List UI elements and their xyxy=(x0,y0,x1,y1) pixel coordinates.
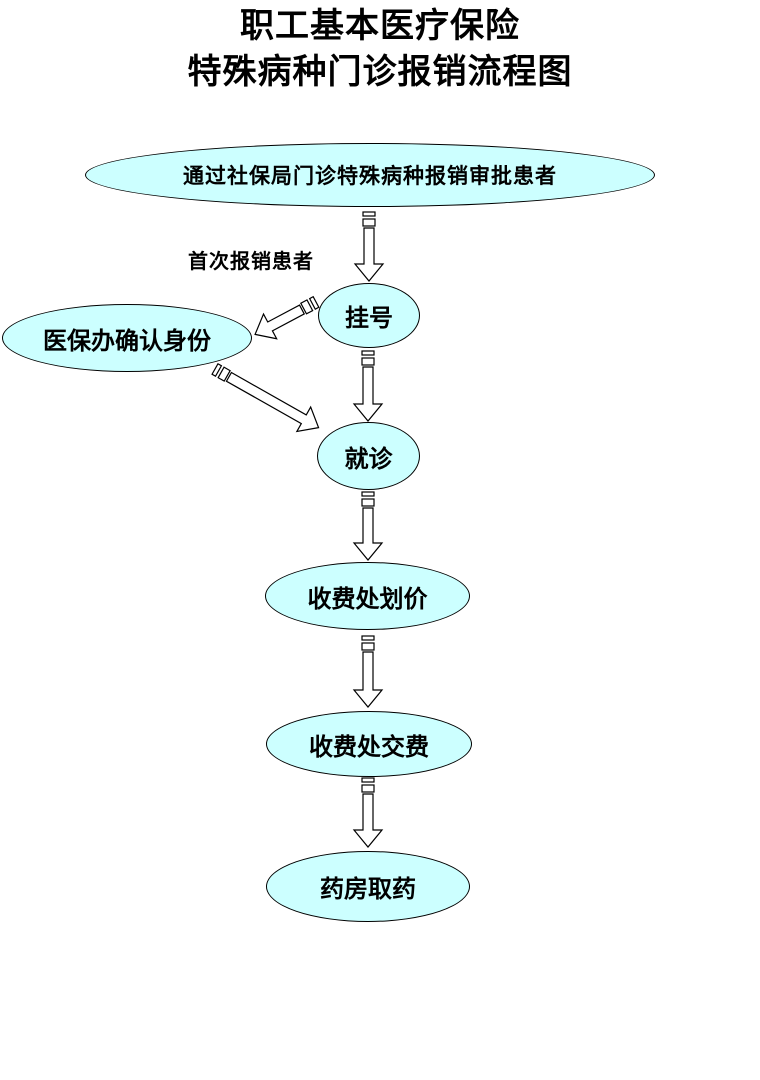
arrow-stripe-thin xyxy=(308,295,320,310)
node-pricing-label: 收费处划价 xyxy=(307,586,428,613)
first-time-patient-label: 首次报销患者 xyxy=(188,251,314,273)
node-payment-label: 收费处交费 xyxy=(309,734,429,761)
arrow-stripe-thick xyxy=(361,357,375,366)
arrow-body xyxy=(352,793,384,848)
arrow-register-to-identity xyxy=(254,295,320,340)
arrow-stripe-thick xyxy=(300,299,314,315)
arrow-payment-to-pharmacy xyxy=(352,777,384,848)
arrow-stripe-thin xyxy=(211,362,223,378)
node-payment: 收费处交费 xyxy=(266,711,472,777)
page-title-line1: 职工基本医疗保险 xyxy=(240,8,520,45)
node-identity-confirm-label: 医保办确认身份 xyxy=(43,328,211,355)
arrow-pricing-to-payment xyxy=(352,635,384,708)
node-approved-patient-label: 通过社保局门诊特殊病种报销审批患者 xyxy=(183,164,557,188)
node-identity-confirm: 医保办确认身份 xyxy=(2,304,252,372)
arrow-stripe-thin xyxy=(362,211,376,217)
arrow-stripe-thin xyxy=(361,635,375,641)
arrow-stripe-thin xyxy=(361,350,375,356)
arrow-body xyxy=(352,366,384,422)
arrow-identity-to-visit xyxy=(211,362,320,433)
node-register: 挂号 xyxy=(318,283,420,348)
arrow-stripe-thick xyxy=(362,218,376,227)
arrow-body xyxy=(225,371,320,433)
arrow-visit-to-pricing xyxy=(352,491,384,561)
arrow-stripe-thick xyxy=(217,366,231,382)
arrow-stripe-thick xyxy=(361,498,375,507)
arrow-body xyxy=(352,507,384,561)
node-pricing: 收费处划价 xyxy=(265,562,470,630)
node-visit-label: 就诊 xyxy=(344,446,393,473)
page-title: 职工基本医疗保险 特殊病种门诊报销流程图 xyxy=(0,4,760,96)
arrow-stripe-thick xyxy=(361,642,375,651)
node-register-label: 挂号 xyxy=(345,306,393,332)
node-pharmacy: 药房取药 xyxy=(266,851,470,922)
arrow-body xyxy=(254,304,306,340)
arrow-approved-to-register xyxy=(353,211,385,282)
arrow-body xyxy=(353,227,385,282)
arrow-stripe-thin xyxy=(361,491,375,497)
node-approved-patient: 通过社保局门诊特殊病种报销审批患者 xyxy=(85,143,655,207)
arrow-stripe-thick xyxy=(361,784,375,793)
arrow-body xyxy=(352,651,384,708)
arrow-register-to-visit xyxy=(352,350,384,422)
node-pharmacy-label: 药房取药 xyxy=(320,877,416,903)
node-visit: 就诊 xyxy=(317,422,420,490)
page-title-line2: 特殊病种门诊报销流程图 xyxy=(187,54,573,91)
arrow-stripe-thin xyxy=(361,777,375,783)
